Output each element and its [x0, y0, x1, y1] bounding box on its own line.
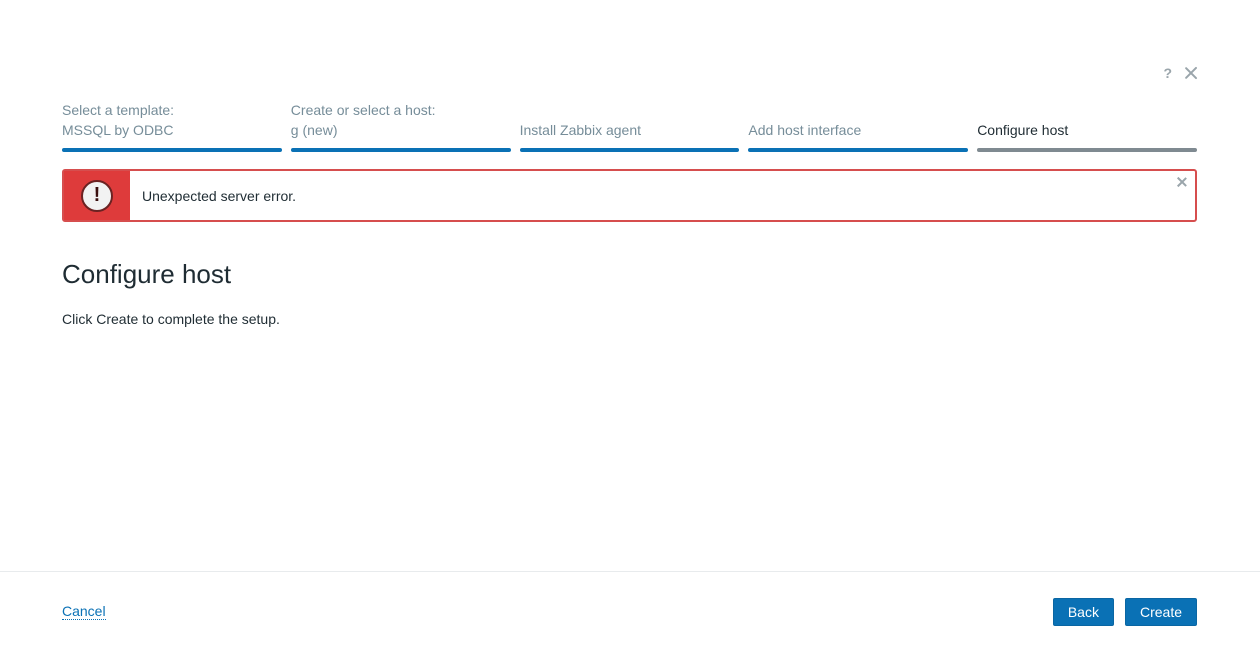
step-label: Install Zabbix agent — [520, 120, 641, 140]
step-title: Add host interface — [748, 122, 862, 138]
step-add-interface[interactable]: Add host interface — [748, 100, 969, 152]
alert-icon-box: ! — [64, 171, 130, 220]
exclamation-icon: ! — [81, 179, 113, 212]
step-label: Add host interface — [748, 120, 861, 140]
page-description: Click Create to complete the setup. — [62, 311, 280, 327]
step-progress-bar — [748, 148, 969, 152]
step-progress-bar — [290, 148, 511, 152]
header-controls: ? — [1163, 64, 1198, 82]
step-select-template[interactable]: Select a template: MSSQL by ODBC — [62, 100, 282, 152]
wizard-steps: Select a template: MSSQL by ODBC Create … — [62, 100, 1197, 152]
footer-divider — [0, 571, 1260, 572]
step-value: g (new) — [290, 122, 338, 138]
step-title: Install Zabbix agent — [519, 122, 641, 138]
step-progress-bar — [519, 148, 740, 152]
step-value: MSSQL by ODBC — [62, 122, 174, 138]
step-create-host[interactable]: Create or select a host: g (new) — [290, 100, 511, 152]
step-label: Create or select a host: g (new) — [291, 100, 436, 140]
footer-buttons: Back Create — [1052, 598, 1197, 626]
cancel-link[interactable]: Cancel — [62, 603, 106, 620]
close-icon[interactable] — [1184, 66, 1198, 80]
page-title: Configure host — [62, 259, 232, 289]
error-alert: ! Unexpected server error. — [62, 169, 1197, 222]
step-progress-bar — [62, 148, 282, 152]
alert-close-icon[interactable] — [1177, 177, 1187, 187]
step-label: Configure host — [977, 120, 1068, 140]
back-button[interactable]: Back — [1052, 598, 1114, 626]
help-icon[interactable]: ? — [1163, 65, 1172, 81]
step-configure-host[interactable]: Configure host — [977, 100, 1197, 152]
step-title: Select a template: — [62, 102, 175, 118]
step-install-agent[interactable]: Install Zabbix agent — [519, 100, 740, 152]
step-label: Select a template: MSSQL by ODBC — [62, 100, 174, 140]
alert-message: Unexpected server error. — [142, 187, 297, 204]
step-progress-bar — [977, 148, 1197, 152]
step-title: Configure host — [977, 122, 1069, 138]
step-title: Create or select a host: — [290, 102, 436, 118]
create-button[interactable]: Create — [1124, 598, 1197, 626]
